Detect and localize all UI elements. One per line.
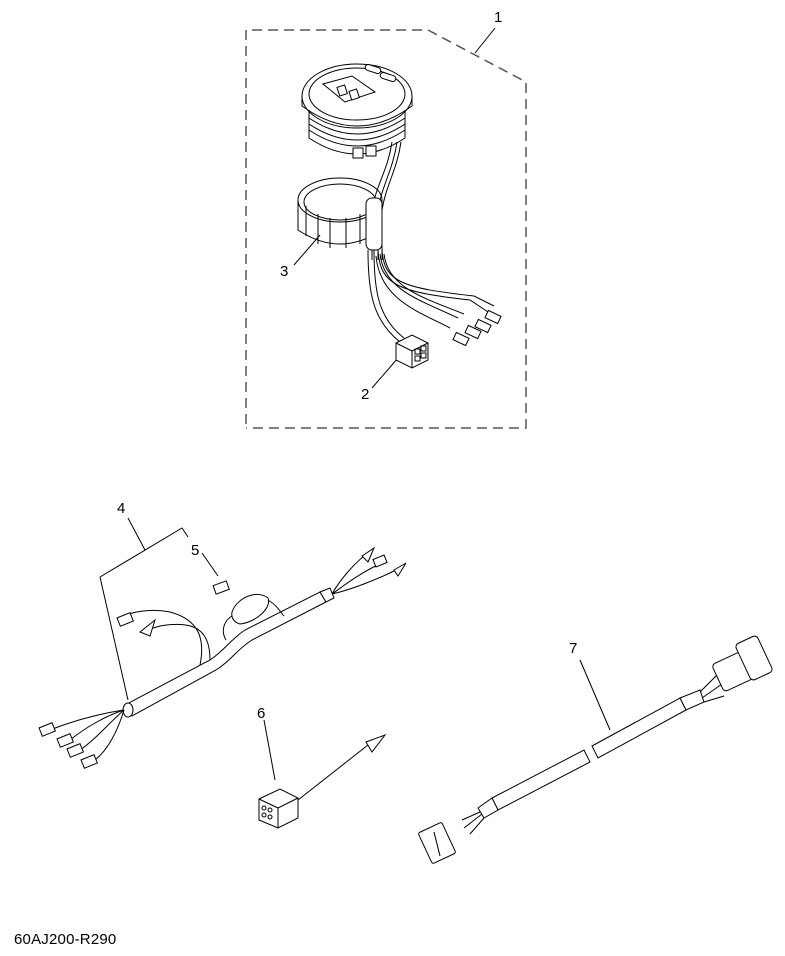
mounting-nut-ring	[297, 177, 383, 251]
callout-4: 4	[117, 500, 126, 517]
gauge-harness	[367, 249, 502, 347]
gauge-meter	[301, 63, 413, 260]
coupler-cap	[258, 733, 387, 829]
callout-3: 3	[280, 263, 289, 280]
callout-7: 7	[569, 640, 578, 657]
callout-2: 2	[361, 386, 370, 403]
callout-6: 6	[257, 705, 266, 722]
connector-4pin	[395, 334, 429, 369]
assembly-boundary	[245, 29, 527, 429]
fuse	[212, 580, 230, 595]
drawing-code: 60AJ200-R290	[14, 931, 117, 948]
wire-harness	[38, 546, 407, 769]
callout-5: 5	[191, 542, 200, 559]
callout-1: 1	[494, 9, 503, 26]
leader-lines	[99, 27, 611, 781]
extension-cable	[418, 635, 773, 864]
